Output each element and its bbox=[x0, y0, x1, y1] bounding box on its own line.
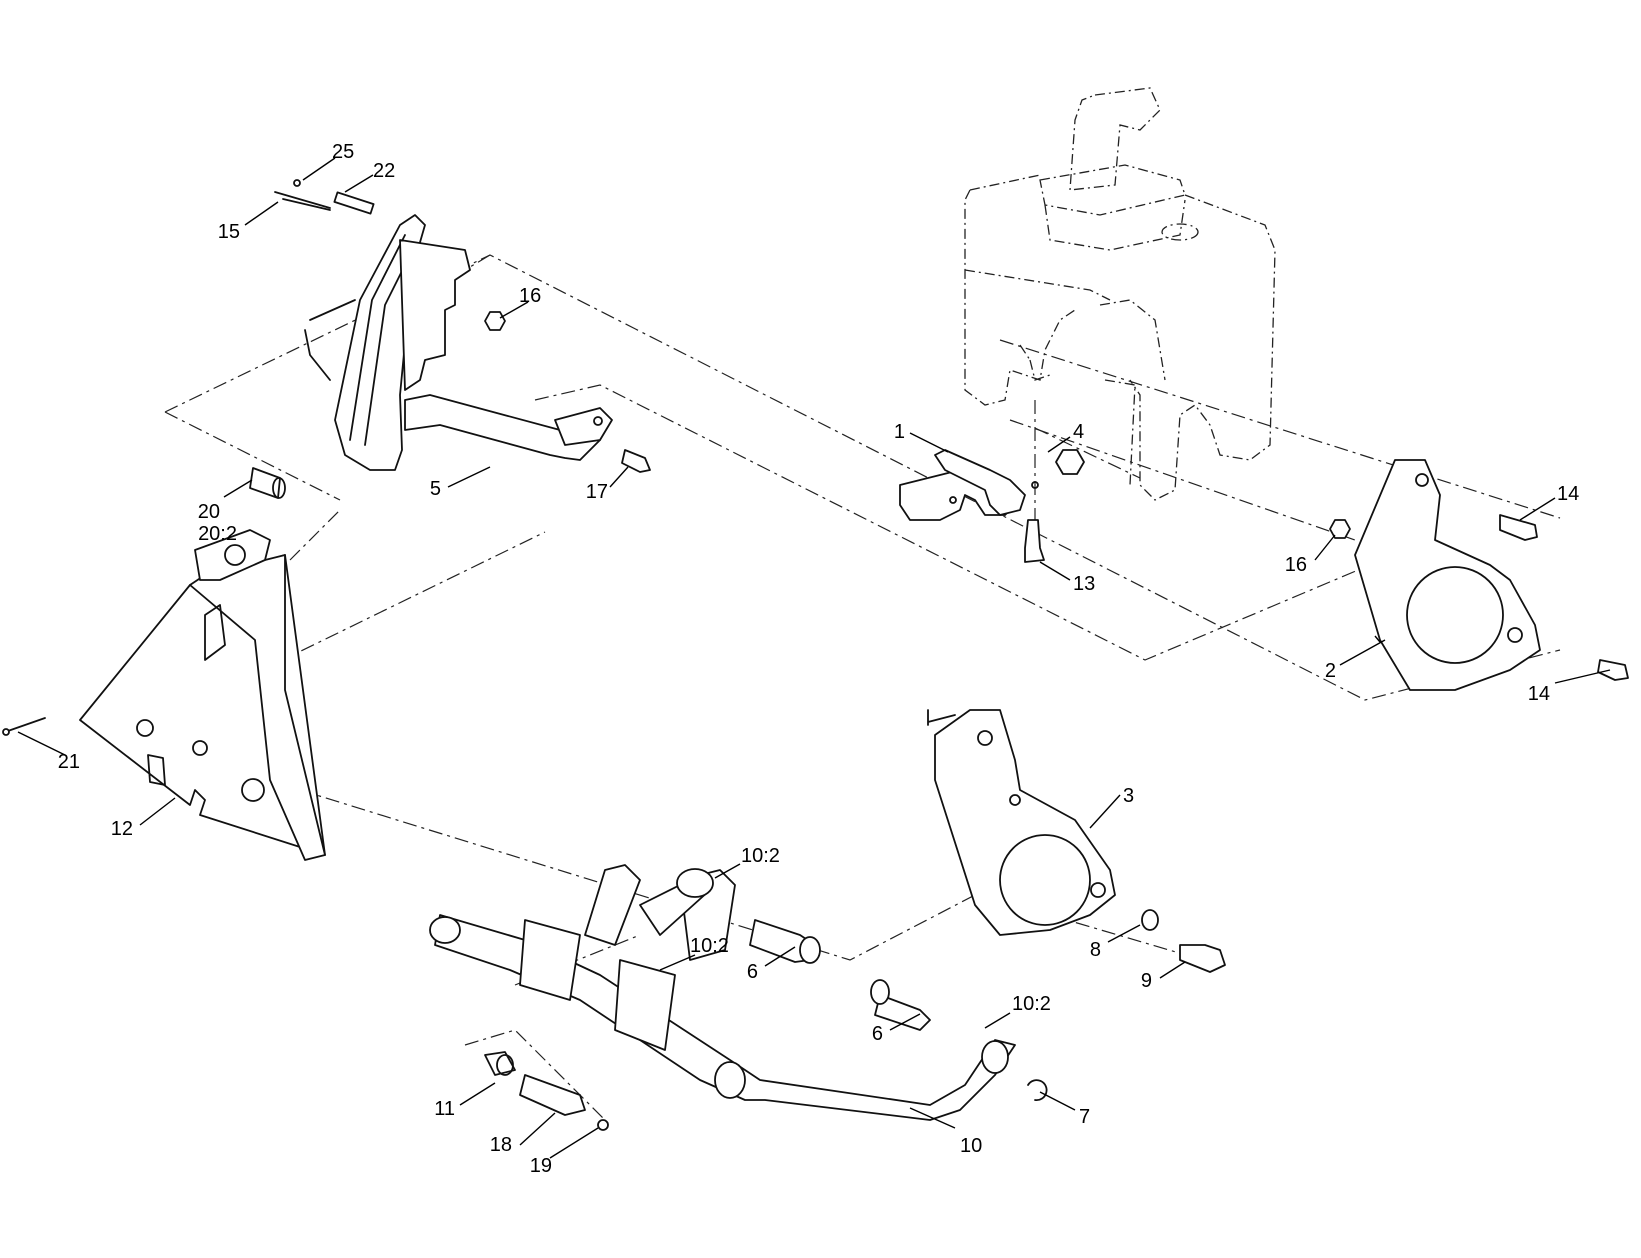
callout-14b: 14 bbox=[1528, 683, 1550, 705]
callout-10: 10 bbox=[960, 1135, 982, 1157]
callout-17: 17 bbox=[586, 481, 608, 503]
callout-10-2b: 10:2 bbox=[690, 935, 729, 957]
pin-part-22 bbox=[333, 191, 375, 215]
callout-10-2a: 10:2 bbox=[741, 845, 780, 867]
callout-20-2: 20:2 bbox=[198, 523, 237, 545]
callout-2: 2 bbox=[1325, 660, 1336, 682]
callout-21: 21 bbox=[58, 751, 80, 773]
pin-part-6b bbox=[874, 994, 931, 1031]
bolt-part-9 bbox=[1179, 944, 1226, 973]
support-plate-part-12 bbox=[79, 529, 326, 861]
bushing-part-20 bbox=[249, 467, 281, 499]
pin-part-25 bbox=[293, 179, 301, 187]
callouts: 1 2 3 4 5 6 6 7 8 9 10 10:2 10:2 10:2 11… bbox=[58, 141, 1580, 1177]
callout-7: 7 bbox=[1079, 1106, 1090, 1128]
callout-14a: 14 bbox=[1557, 483, 1579, 505]
bracket-part-1 bbox=[899, 449, 1039, 521]
pin-part-21 bbox=[4, 717, 46, 733]
callout-9: 9 bbox=[1141, 970, 1152, 992]
callout-13: 13 bbox=[1073, 573, 1095, 595]
callout-16a: 16 bbox=[519, 285, 541, 307]
callout-20: 20 bbox=[198, 501, 220, 523]
callout-5: 5 bbox=[430, 478, 441, 500]
leader-lines bbox=[17, 157, 1611, 1159]
bushing-part-11 bbox=[484, 1051, 516, 1076]
callout-4: 4 bbox=[1073, 421, 1084, 443]
clip-part-7 bbox=[1027, 1079, 1048, 1101]
callout-19: 19 bbox=[530, 1155, 552, 1177]
callout-10-2c: 10:2 bbox=[1012, 993, 1051, 1015]
bolt-part-19 bbox=[597, 1119, 609, 1131]
callout-8: 8 bbox=[1090, 939, 1101, 961]
callout-3: 3 bbox=[1123, 785, 1134, 807]
bolt-part-17 bbox=[621, 449, 651, 473]
nut-part-16b bbox=[1329, 519, 1351, 539]
callout-16b: 16 bbox=[1285, 554, 1307, 576]
callout-15: 15 bbox=[218, 221, 240, 243]
callout-22: 22 bbox=[373, 160, 395, 182]
mounting-plate-part-3 bbox=[927, 709, 1116, 936]
callout-1: 1 bbox=[894, 421, 905, 443]
callout-6b: 6 bbox=[872, 1023, 883, 1045]
mounting-plate-part-2 bbox=[1354, 459, 1541, 691]
hardware-parts bbox=[2, 179, 1629, 1131]
nut-part-4 bbox=[1055, 449, 1085, 475]
callout-18: 18 bbox=[490, 1134, 512, 1156]
tube-assembly-part-10 bbox=[429, 864, 1016, 1121]
washer-part-8 bbox=[1141, 909, 1159, 931]
pin-part-18 bbox=[519, 1074, 586, 1116]
bolt-part-13 bbox=[1024, 519, 1045, 563]
callout-11: 11 bbox=[434, 1098, 455, 1120]
pedal-assembly-part-5 bbox=[304, 214, 613, 471]
nut-part-16a bbox=[484, 311, 506, 331]
bolt-part-14b bbox=[1597, 659, 1629, 681]
bolt-part-15 bbox=[274, 191, 331, 211]
frame-tower-ghost bbox=[964, 87, 1276, 501]
bolt-part-14a bbox=[1499, 514, 1538, 541]
callout-12: 12 bbox=[111, 818, 133, 840]
callout-6a: 6 bbox=[747, 961, 758, 983]
callout-25: 25 bbox=[332, 141, 354, 163]
